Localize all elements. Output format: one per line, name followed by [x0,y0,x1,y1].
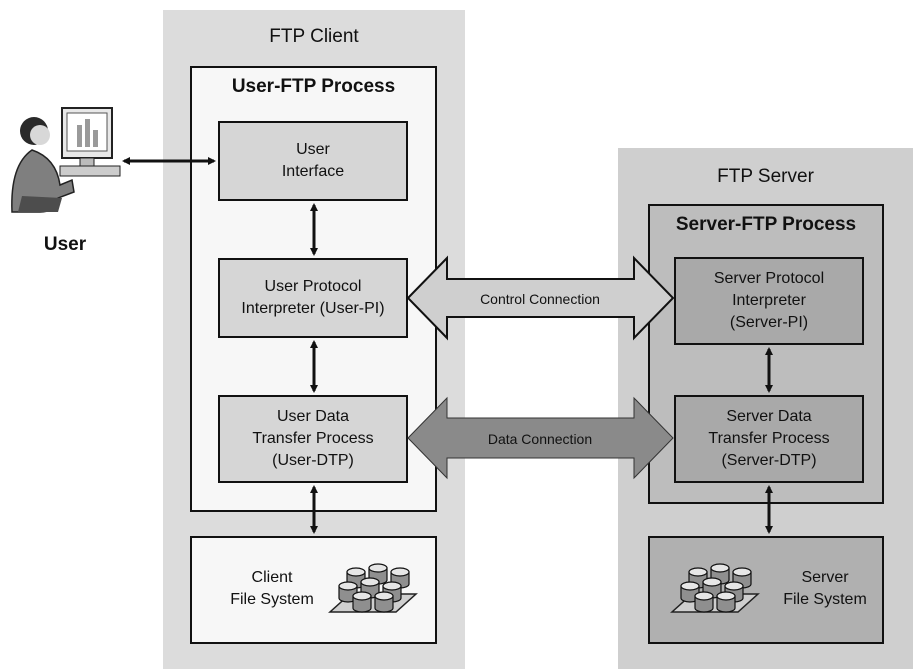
client-file-system-label: Client File System [230,569,314,608]
database-cylinder-top [724,581,744,591]
ftp-client-title: FTP Client [269,26,359,47]
server-file-system-label: Server File System [783,569,867,608]
database-cylinder-top [360,577,380,587]
user-label: User [43,234,87,255]
server-pi-box: Server Protocol Interpreter (Server-PI) [674,257,864,345]
database-cylinder-top [716,591,736,601]
database-cylinder-top [338,581,358,591]
database-cylinder-top [710,563,730,573]
user-pi-label: User Protocol Interpreter (User-PI) [241,278,385,317]
server-database-icon [670,563,760,613]
database-cylinder-top [390,567,410,577]
client-database-icon [328,563,418,613]
database-cylinder-top [374,591,394,601]
user-dtp-box: User Data Transfer Process (User-DTP) [218,395,408,483]
user-ftp-process-title: User-FTP Process [231,76,396,97]
control-connection-label: Control Connection [480,291,600,307]
server-pi-label: Server Protocol Interpreter (Server-PI) [713,270,825,331]
database-cylinder-top [368,563,388,573]
database-cylinder-top [382,581,402,591]
database-cylinder-top [702,577,722,587]
data-connection-label: Data Connection [488,431,592,447]
database-cylinder-top [346,567,366,577]
data-connection-arrow [407,396,674,480]
database-cylinder-top [688,567,708,577]
database-cylinder-top [680,581,700,591]
database-cylinder-top [732,567,752,577]
user-dtp-label: User Data Transfer Process (User-DTP) [252,408,374,469]
user-interface-label: User Interface [281,141,345,180]
user-computer-icon [11,107,121,213]
server-ftp-process-title: Server-FTP Process [675,214,857,235]
database-cylinder-top [352,591,372,601]
database-cylinder-top [694,591,714,601]
server-dtp-box: Server Data Transfer Process (Server-DTP… [674,395,864,483]
control-connection-arrow [406,255,675,341]
user-interface-box: User Interface [218,121,408,201]
server-dtp-label: Server Data Transfer Process (Server-DTP… [708,408,830,469]
ftp-server-title: FTP Server [717,166,814,187]
